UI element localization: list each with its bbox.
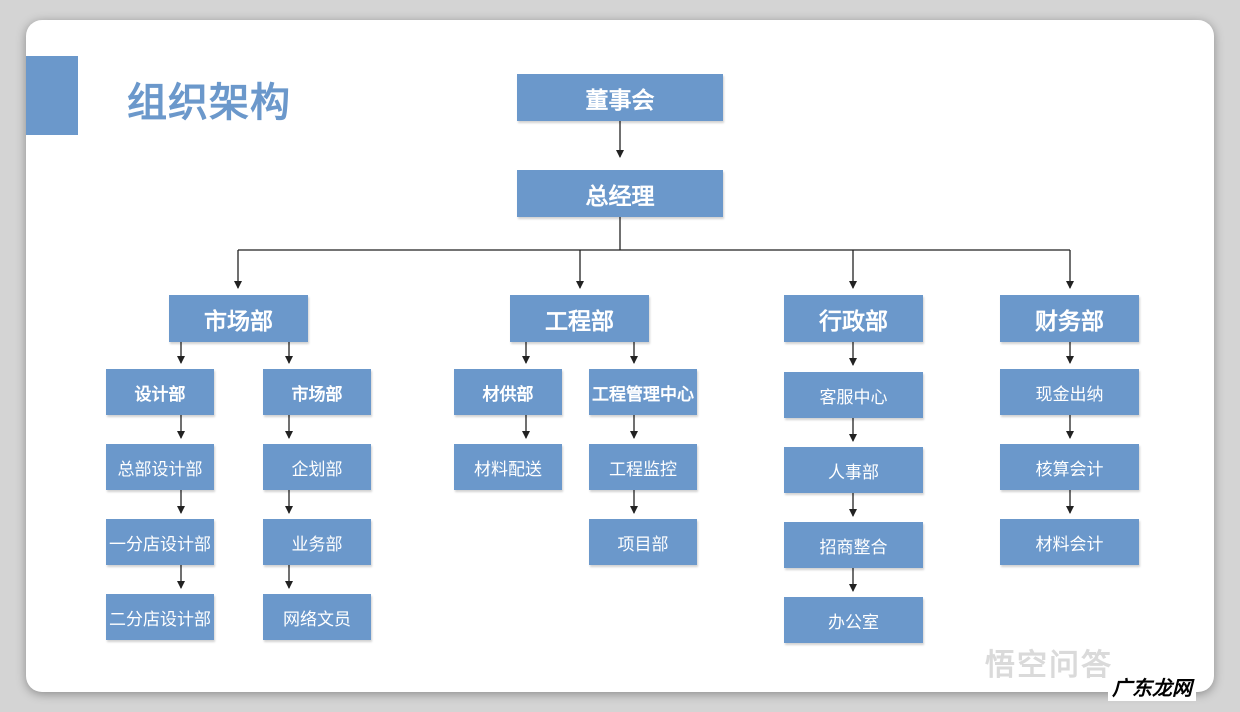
branch1-design-box: 一分店设计部 bbox=[106, 519, 214, 565]
engineering-mgmt-center-box: 工程管理中心 bbox=[589, 369, 697, 415]
accounting-box: 核算会计 bbox=[1000, 444, 1139, 490]
branch2-design-box: 二分店设计部 bbox=[106, 594, 214, 640]
hq-design-box: 总部设计部 bbox=[106, 444, 214, 490]
market-sub-box: 市场部 bbox=[263, 369, 371, 415]
general-manager-box: 总经理 bbox=[517, 170, 723, 217]
dept-admin-box: 行政部 bbox=[784, 295, 923, 342]
engineering-monitor-box: 工程监控 bbox=[589, 444, 697, 490]
cashier-box: 现金出纳 bbox=[1000, 369, 1139, 415]
material-accounting-box: 材料会计 bbox=[1000, 519, 1139, 565]
page-title: 组织架构 bbox=[127, 80, 291, 126]
watermark-text: 悟空问答 bbox=[985, 648, 1113, 683]
design-dept-box: 设计部 bbox=[106, 369, 214, 415]
material-supply-box: 材供部 bbox=[454, 369, 562, 415]
investment-integration-box: 招商整合 bbox=[784, 522, 923, 568]
office-box: 办公室 bbox=[784, 597, 923, 643]
network-clerk-box: 网络文员 bbox=[263, 594, 371, 640]
material-delivery-box: 材料配送 bbox=[454, 444, 562, 490]
dept-market-box: 市场部 bbox=[169, 295, 308, 342]
title-accent-bar bbox=[26, 56, 78, 135]
project-dept-box: 项目部 bbox=[589, 519, 697, 565]
business-box: 业务部 bbox=[263, 519, 371, 565]
dept-finance-box: 财务部 bbox=[1000, 295, 1139, 342]
planning-box: 企划部 bbox=[263, 444, 371, 490]
board-box: 董事会 bbox=[517, 74, 723, 121]
hr-dept-box: 人事部 bbox=[784, 447, 923, 493]
customer-service-box: 客服中心 bbox=[784, 372, 923, 418]
dept-engineering-box: 工程部 bbox=[510, 295, 649, 342]
watermark-logo: 广东龙网 bbox=[1108, 672, 1196, 701]
